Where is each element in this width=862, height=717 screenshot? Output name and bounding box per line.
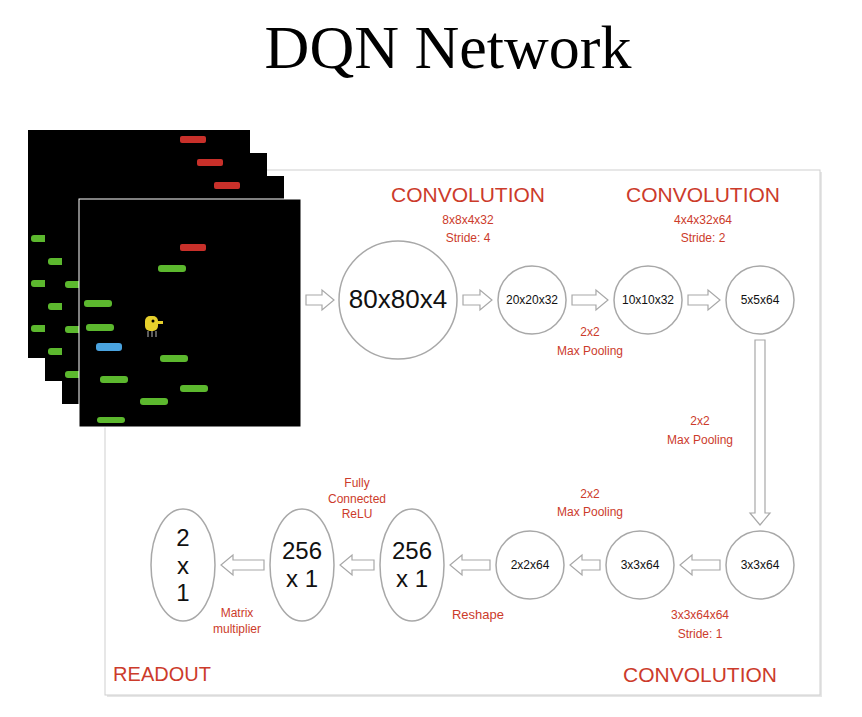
kernel-size-label: 3x3x64x64 bbox=[671, 608, 729, 622]
layer-type-label: CONVOLUTION bbox=[626, 182, 780, 207]
node-text: 2 x 1 bbox=[176, 524, 189, 607]
node-ellipse bbox=[380, 509, 444, 621]
frame-ground bbox=[79, 199, 301, 427]
flow-arrow bbox=[572, 290, 608, 310]
stride-label: Stride: 4 bbox=[446, 231, 491, 245]
player-eye bbox=[152, 320, 155, 323]
operation-label: Matrix multiplier bbox=[213, 606, 261, 637]
node-ellipse bbox=[151, 509, 215, 621]
broken-platform bbox=[197, 159, 223, 166]
flow-arrow bbox=[680, 555, 720, 575]
player-leg bbox=[151, 331, 152, 337]
node-ellipse bbox=[270, 509, 334, 621]
flow-arrow bbox=[463, 290, 492, 310]
moving-platform bbox=[96, 343, 122, 351]
flow-arrow bbox=[340, 555, 374, 575]
flow-arrow bbox=[688, 290, 720, 310]
stride-label: Stride: 2 bbox=[681, 231, 726, 245]
feature-map-circle: 10x10x32 bbox=[613, 265, 683, 335]
node-ellipse bbox=[498, 266, 566, 334]
kernel-size-label: 8x8x4x32 bbox=[442, 213, 493, 227]
node-text: 5x5x64 bbox=[741, 293, 780, 307]
feature-map-circle: 3x3x64 bbox=[605, 530, 675, 600]
pool-size-label: 2x2 bbox=[580, 487, 599, 501]
node-ellipse bbox=[726, 266, 794, 334]
node-text: 3x3x64 bbox=[741, 558, 780, 572]
vector-ellipse: 256 x 1 bbox=[379, 508, 445, 622]
vector-ellipse: 256 x 1 bbox=[269, 508, 335, 622]
platform bbox=[100, 376, 128, 383]
node-ellipse bbox=[606, 531, 674, 599]
pool-size-label: 2x2 bbox=[690, 414, 709, 428]
node-text: 256 x 1 bbox=[282, 537, 322, 592]
feature-map-circle: 3x3x64 bbox=[725, 530, 795, 600]
pool-type-label: Max Pooling bbox=[667, 433, 733, 447]
kernel-size-label: 4x4x32x64 bbox=[674, 213, 732, 227]
player-body bbox=[145, 316, 158, 331]
node-text: 10x10x32 bbox=[622, 293, 674, 307]
feature-map-circle: 5x5x64 bbox=[725, 265, 795, 335]
broken-platform bbox=[180, 244, 206, 251]
layer-type-label: CONVOLUTION bbox=[391, 182, 545, 207]
broken-platform bbox=[214, 182, 240, 189]
node-text: 80x80x4 bbox=[349, 284, 447, 315]
player-nose bbox=[157, 321, 163, 324]
node-ellipse bbox=[614, 266, 682, 334]
pool-size-label: 2x2 bbox=[580, 325, 599, 339]
input-layer-circle: 80x80x4 bbox=[338, 240, 458, 360]
operation-label: Reshape bbox=[452, 607, 504, 623]
node-text: 20x20x32 bbox=[506, 293, 558, 307]
layer-type-label: CONVOLUTION bbox=[623, 662, 777, 687]
platform bbox=[160, 355, 188, 362]
node-ellipse bbox=[496, 531, 564, 599]
layer-type-label: READOUT bbox=[113, 662, 211, 686]
diagram-title: DQN Network bbox=[265, 12, 632, 83]
feature-map-circle: 2x2x64 bbox=[495, 530, 565, 600]
feature-map-circle: 20x20x32 bbox=[497, 265, 567, 335]
operation-label: Fully Connected ReLU bbox=[328, 476, 386, 523]
pool-type-label: Max Pooling bbox=[557, 344, 623, 358]
node-ellipse bbox=[339, 241, 457, 359]
input-arrow bbox=[306, 290, 334, 310]
pool-type-label: Max Pooling bbox=[557, 505, 623, 519]
player-leg bbox=[147, 331, 148, 337]
platform bbox=[97, 417, 125, 423]
platform bbox=[140, 398, 168, 405]
broken-platform bbox=[180, 136, 206, 143]
node-text: 256 x 1 bbox=[392, 537, 432, 592]
platform bbox=[180, 385, 208, 392]
platform bbox=[86, 324, 114, 331]
flow-arrow bbox=[750, 340, 770, 525]
platform bbox=[158, 265, 186, 272]
node-ellipse bbox=[726, 531, 794, 599]
node-text: 2x2x64 bbox=[511, 558, 550, 572]
node-text: 3x3x64 bbox=[621, 558, 660, 572]
output-ellipse: 2 x 1 bbox=[150, 508, 216, 622]
flow-arrow bbox=[450, 555, 490, 575]
game-frame bbox=[79, 199, 301, 427]
flow-arrow bbox=[221, 555, 264, 575]
platform bbox=[84, 300, 112, 307]
player-leg bbox=[155, 331, 156, 337]
stride-label: Stride: 1 bbox=[678, 627, 723, 641]
flow-arrow bbox=[570, 555, 600, 575]
